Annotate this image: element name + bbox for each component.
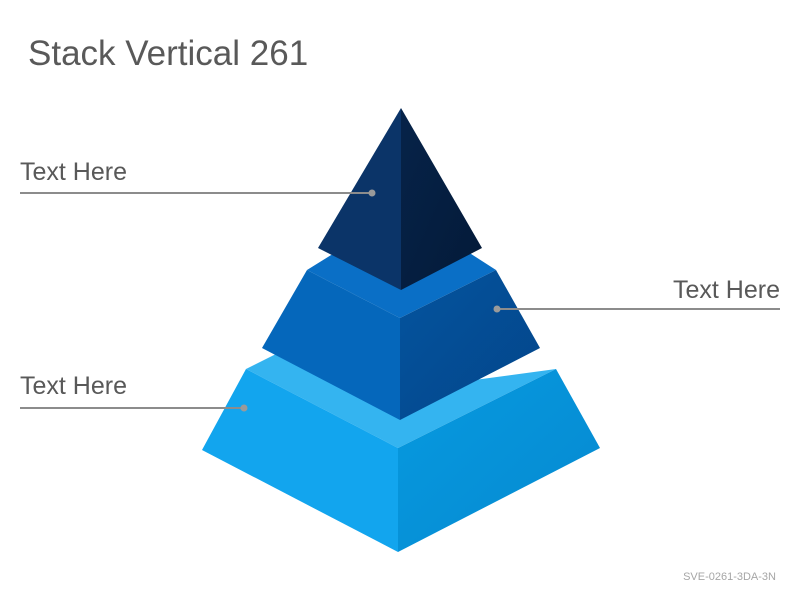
leader-line-middle <box>493 305 780 313</box>
bottom-tier-right-face <box>398 369 600 552</box>
bottom-tier-label: Text Here <box>20 372 127 400</box>
bottom-tier-left-face <box>202 369 398 552</box>
top-tier <box>318 108 482 290</box>
middle-tier-label: Text Here <box>673 276 780 304</box>
page-title: Stack Vertical 261 <box>28 34 309 73</box>
top-tier-label: Text Here <box>20 158 127 186</box>
footer-code: SVE-0261-3DA-3N <box>683 571 776 583</box>
middle-tier-right-face <box>400 270 540 420</box>
leader-line-bottom <box>20 404 248 412</box>
top-tier-left-face <box>318 108 401 290</box>
leader-line-top <box>20 189 376 197</box>
top-tier-right-face <box>401 108 482 290</box>
middle-tier-left-face <box>262 270 400 420</box>
